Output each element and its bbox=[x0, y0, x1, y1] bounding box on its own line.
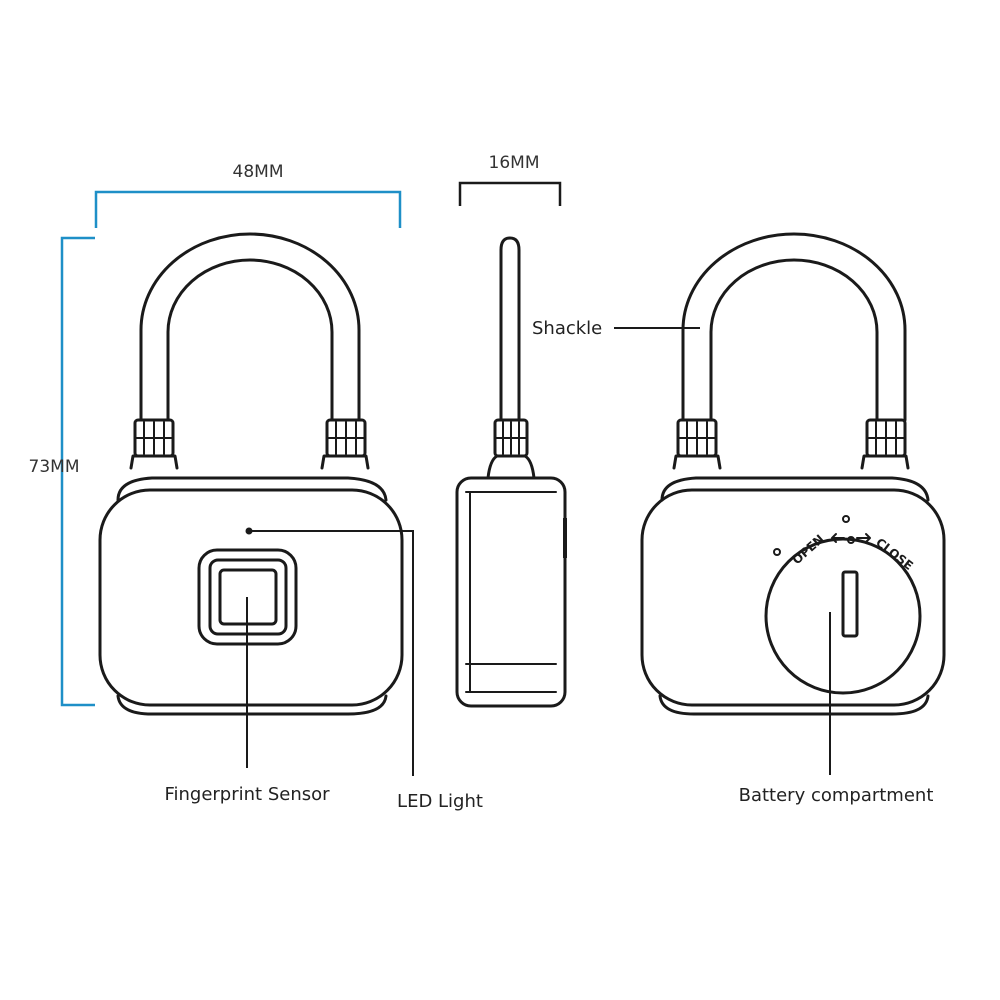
battery-open-label: OPEN bbox=[790, 532, 827, 567]
side-view bbox=[455, 236, 567, 708]
width-dimension-label: 48MM bbox=[233, 162, 284, 182]
front-shackle-outer bbox=[139, 232, 361, 422]
battery-cover: OPEN CLOSE bbox=[764, 515, 922, 695]
battery-close-label: CLOSE bbox=[873, 535, 916, 573]
width-dimension: 48MM bbox=[94, 162, 402, 228]
fingerprint-sensor-callout: Fingerprint Sensor bbox=[164, 597, 330, 805]
back-shackle-inner bbox=[709, 258, 879, 422]
back-right-collar bbox=[860, 418, 910, 470]
led-light-label: LED Light bbox=[397, 791, 483, 812]
back-body-bottom-shell bbox=[658, 694, 930, 716]
battery-compartment-label: Battery compartment bbox=[739, 785, 934, 806]
front-shackle-inner bbox=[166, 258, 334, 422]
back-left-collar bbox=[672, 418, 722, 470]
front-left-collar bbox=[129, 418, 179, 470]
back-view: OPEN CLOSE bbox=[640, 232, 946, 716]
height-dimension-label: 73MM bbox=[29, 457, 80, 477]
back-body-top-shell bbox=[660, 476, 930, 502]
height-dimension-bracket bbox=[60, 236, 95, 707]
close-arrow-icon bbox=[856, 533, 871, 543]
shackle-label: Shackle bbox=[532, 318, 602, 339]
width-dimension-bracket bbox=[94, 190, 402, 228]
shackle-callout: Shackle bbox=[532, 318, 700, 339]
back-body bbox=[640, 488, 946, 707]
led-light-callout: LED Light bbox=[252, 530, 483, 812]
height-dimension: 73MM bbox=[29, 236, 95, 707]
open-arrow-icon bbox=[831, 533, 845, 543]
side-button bbox=[563, 518, 567, 558]
side-shackle bbox=[499, 236, 521, 422]
side-collar bbox=[486, 418, 536, 480]
fingerprint-sensor-label: Fingerprint Sensor bbox=[164, 784, 330, 805]
front-body-bottom-shell bbox=[116, 694, 388, 716]
side-body bbox=[455, 476, 567, 708]
front-body bbox=[98, 488, 404, 707]
battery-compartment-callout: Battery compartment bbox=[739, 612, 934, 806]
led-light bbox=[245, 527, 253, 535]
side-body-bottom-line bbox=[465, 663, 557, 693]
front-body-top-shell bbox=[116, 476, 388, 502]
depth-dimension: 16MM bbox=[458, 153, 562, 206]
front-view bbox=[98, 232, 404, 716]
front-right-collar bbox=[320, 418, 370, 470]
back-shackle-outer bbox=[681, 232, 907, 422]
depth-dimension-label: 16MM bbox=[489, 153, 540, 173]
depth-dimension-bracket bbox=[458, 181, 562, 206]
